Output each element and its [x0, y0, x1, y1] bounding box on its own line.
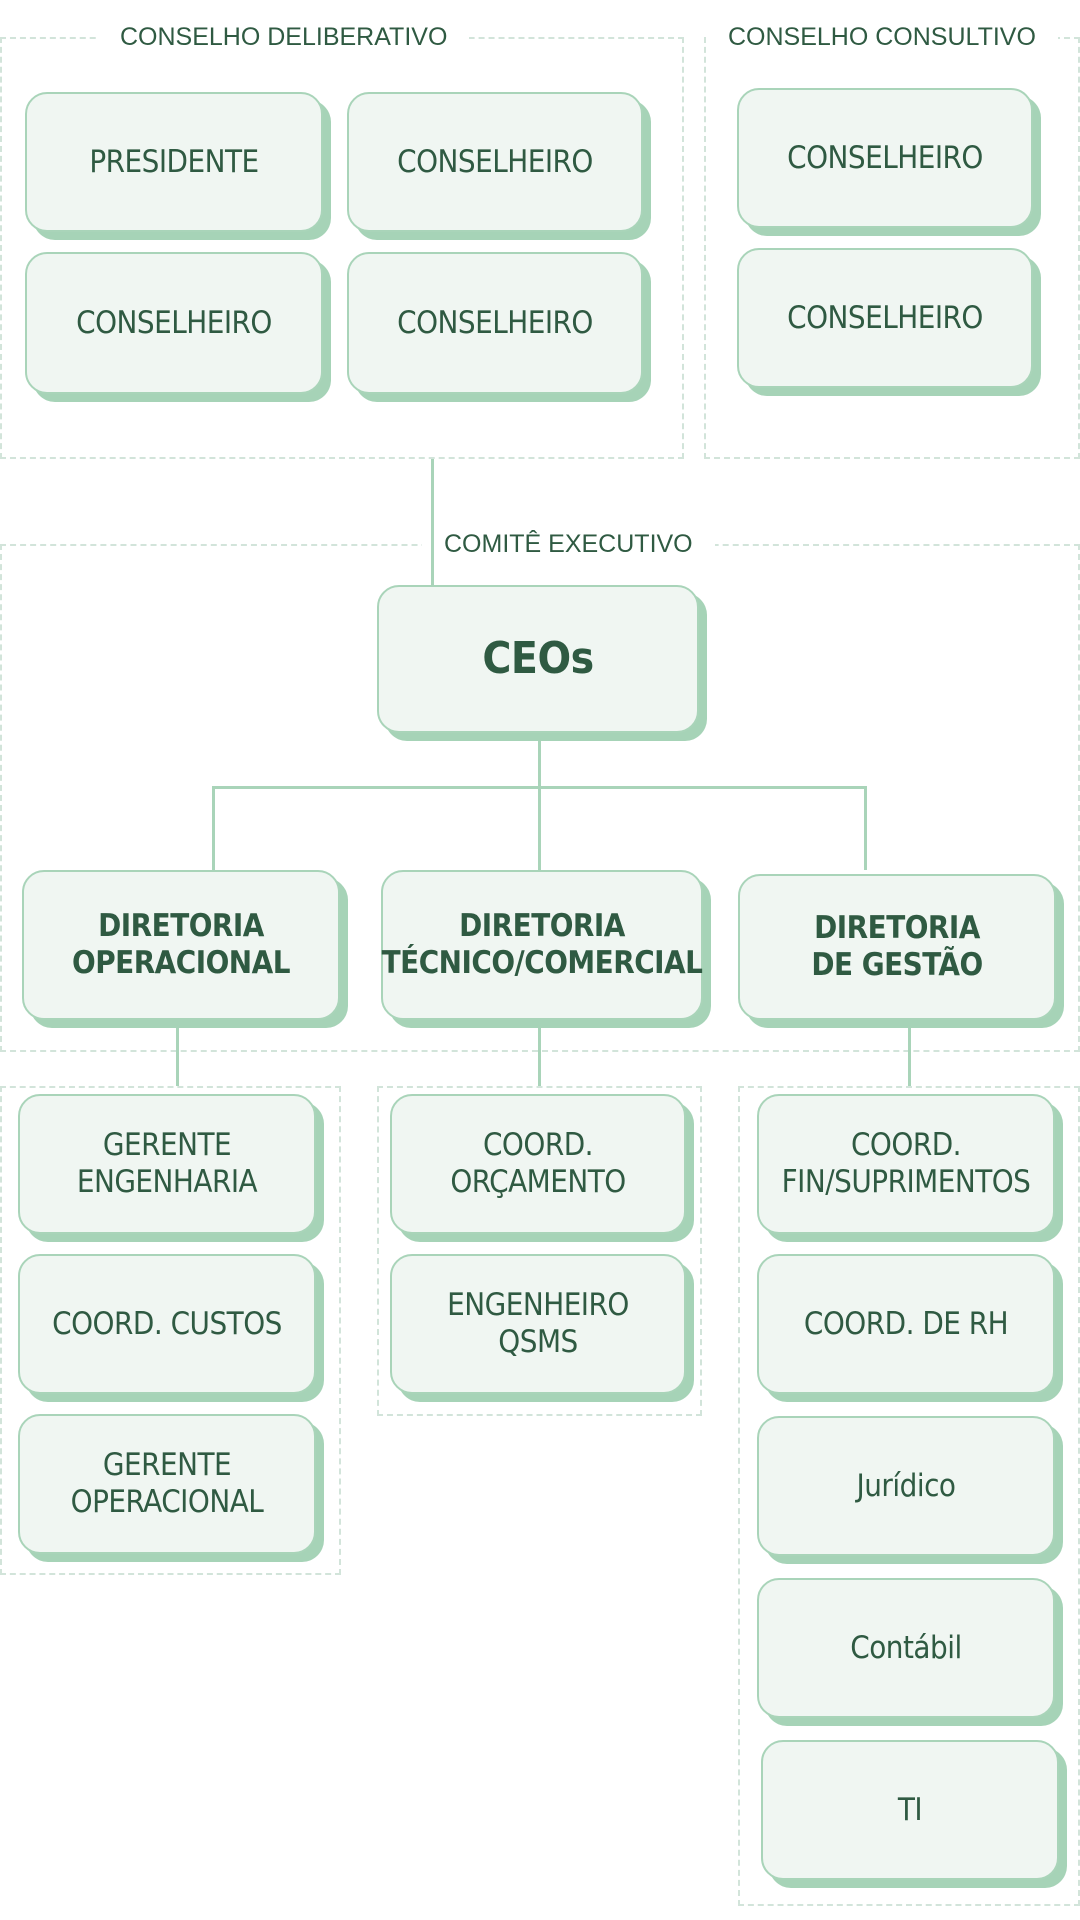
ti-label: TI [897, 1791, 923, 1828]
connector-line [864, 786, 867, 870]
diretoria-line2: TÉCNICO/COMERCIAL [381, 945, 703, 981]
contabil-label: Contábil [850, 1629, 962, 1666]
coord-fin-suprimentos-box: COORD. FIN/SUPRIMENTOS [757, 1094, 1055, 1234]
diretoria-line1: DIRETORIA [459, 908, 625, 945]
gerente-engenharia-box: GERENTE ENGENHARIA [18, 1094, 316, 1234]
diretoria-tecnico-comercial-box: DIRETORIA TÉCNICO/COMERCIAL [381, 870, 703, 1020]
ti-box: TI [761, 1740, 1059, 1880]
coord-orcamento-label: COORD. ORÇAMENTO [450, 1127, 626, 1200]
conselheiro-label: CONSELHEIRO [397, 143, 593, 180]
conselho-deliberativo-label: CONSELHO DELIBERATIVO [98, 22, 470, 52]
conselheiro-box: CONSELHEIRO [347, 252, 643, 394]
tecnico-comercial-group [377, 1086, 702, 1416]
connector-line [538, 735, 541, 870]
conselheiro-label: CONSELHEIRO [397, 304, 593, 341]
engenheiro-qsms-box: ENGENHEIRO QSMS [390, 1254, 686, 1394]
conselho-consultivo-group: CONSELHO CONSULTIVO [704, 22, 1080, 459]
coord-orcamento-box: COORD. ORÇAMENTO [390, 1094, 686, 1234]
engenheiro-qsms-line1: ENGENHEIRO [447, 1287, 629, 1324]
diretoria-line1: DIRETORIA [98, 908, 264, 945]
connector-line [431, 459, 434, 585]
coord-fin-line1: COORD. [850, 1127, 962, 1164]
gestao-group [738, 1086, 1080, 1906]
juridico-label: Jurídico [856, 1467, 956, 1504]
operacional-group [0, 1086, 341, 1575]
contabil-box: Contábil [757, 1578, 1055, 1718]
engenheiro-qsms-line2: QSMS [498, 1324, 578, 1360]
conselho-consultivo-label: CONSELHO CONSULTIVO [706, 22, 1058, 52]
presidente-label: PRESIDENTE [89, 143, 259, 180]
conselheiro-label: CONSELHEIRO [787, 299, 983, 336]
conselho-deliberativo-group: CONSELHO DELIBERATIVO [0, 22, 684, 459]
conselheiro-box: CONSELHEIRO [25, 252, 323, 394]
gerente-operacional-line2: OPERACIONAL [70, 1484, 264, 1520]
coord-rh-label: COORD. DE RH [803, 1305, 1009, 1342]
diretoria-gestao-box: DIRETORIA DE GESTÃO [738, 874, 1056, 1020]
coord-custos-box: COORD. CUSTOS [18, 1254, 316, 1394]
connector-line [176, 1022, 179, 1086]
diretoria-line2: OPERACIONAL [72, 945, 291, 981]
ceos-label: CEOs [482, 633, 594, 685]
gerente-engenharia-label: GERENTE ENGENHARIA [76, 1127, 258, 1200]
connector-line [212, 786, 215, 870]
gerente-operacional-line1: GERENTE [102, 1447, 232, 1484]
connector-line [908, 1022, 911, 1086]
coord-fin-line2: FIN/SUPRIMENTOS [781, 1164, 1031, 1200]
connector-line [212, 786, 867, 789]
conselheiro-label: CONSELHEIRO [787, 139, 983, 176]
conselheiro-label: CONSELHEIRO [76, 304, 272, 341]
diretoria-line1: DIRETORIA [814, 910, 980, 947]
ceos-box: CEOs [377, 585, 699, 733]
comite-executivo-label: COMITÊ EXECUTIVO [422, 529, 715, 559]
diretoria-operacional-box: DIRETORIA OPERACIONAL [22, 870, 340, 1020]
conselheiro-box: CONSELHEIRO [347, 92, 643, 232]
juridico-box: Jurídico [757, 1416, 1055, 1556]
conselheiro-box: CONSELHEIRO [737, 88, 1033, 228]
conselheiro-box: CONSELHEIRO [737, 248, 1033, 388]
diretoria-line2: DE GESTÃO [811, 947, 983, 983]
presidente-box: PRESIDENTE [25, 92, 323, 232]
coord-rh-box: COORD. DE RH [757, 1254, 1055, 1394]
gerente-operacional-box: GERENTE OPERACIONAL [18, 1414, 316, 1554]
coord-custos-label: COORD. CUSTOS [52, 1305, 282, 1342]
connector-line [538, 1022, 541, 1086]
